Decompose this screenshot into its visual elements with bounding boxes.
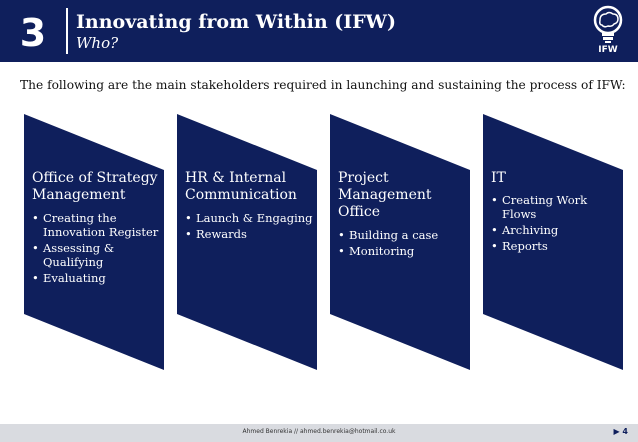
stakeholder-card-hr: HR & Internal Communication Launch & Eng… — [177, 114, 317, 370]
footer-author: Ahmed Benrekia // ahmed.benrekia@hotmail… — [242, 428, 396, 435]
stakeholder-card-it: IT Creating Work Flows Archiving Reports — [483, 114, 623, 370]
intro-text: The following are the main stakeholders … — [20, 78, 626, 92]
list-item: Reports — [491, 239, 591, 253]
stakeholder-card-strategy: Office of Strategy Management Creating t… — [24, 114, 164, 370]
header-bar: 3 Innovating from Within (IFW) Who? IFW — [0, 0, 638, 62]
lightbulb-brain-icon: IFW — [584, 4, 632, 60]
list-item: Archiving — [491, 223, 591, 237]
card-title: Project Management Office — [338, 170, 432, 220]
list-item: Rewards — [185, 227, 313, 241]
card-list: Creating Work Flows Archiving Reports — [491, 193, 591, 255]
card-list: Launch & Engaging Rewards — [185, 211, 313, 243]
header-divider — [66, 8, 68, 54]
list-item: Creating Work Flows — [491, 193, 591, 221]
list-item: Evaluating — [32, 271, 160, 285]
section-number-box: 3 — [8, 6, 58, 60]
list-item: Assessing & Qualifying — [32, 241, 160, 269]
page-subtitle: Who? — [76, 34, 119, 52]
card-shape — [177, 114, 317, 370]
page-number: ▶ 4 — [613, 427, 628, 436]
card-title: IT — [491, 170, 506, 186]
logo-text: IFW — [598, 45, 618, 55]
footer-bar: Ahmed Benrekia // ahmed.benrekia@hotmail… — [0, 424, 638, 442]
card-title: Office of Strategy Management — [32, 170, 158, 203]
list-item: Monitoring — [338, 244, 466, 258]
card-title: HR & Internal Communication — [185, 170, 297, 203]
section-number: 3 — [19, 11, 47, 55]
list-item: Launch & Engaging — [185, 211, 313, 225]
card-list: Creating the Innovation Register Assessi… — [32, 211, 160, 287]
page-title: Innovating from Within (IFW) — [76, 11, 396, 33]
list-item: Building a case — [338, 228, 466, 242]
list-item: Creating the Innovation Register — [32, 211, 160, 239]
card-shape — [330, 114, 470, 370]
card-list: Building a case Monitoring — [338, 228, 466, 260]
stakeholder-card-pmo: Project Management Office Building a cas… — [330, 114, 470, 370]
